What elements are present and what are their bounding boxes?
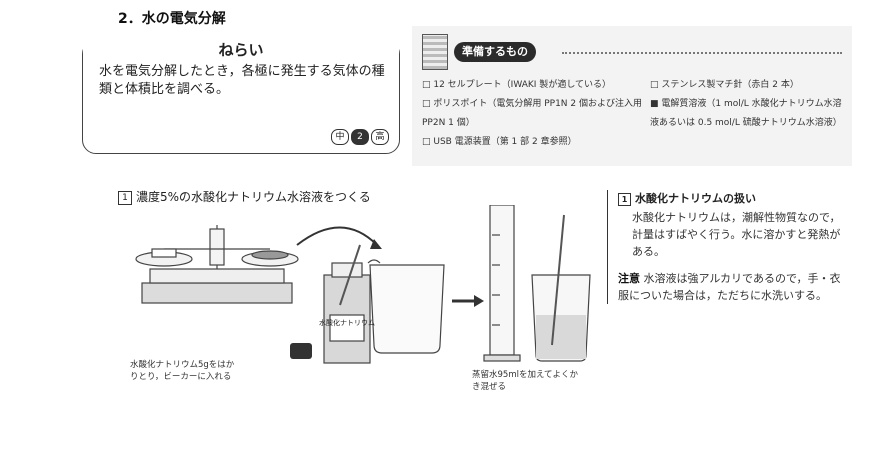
empty-beaker-icon — [367, 259, 445, 354]
stirring-beaker-icon — [531, 274, 591, 362]
step-heading: 1 濃度5%の水酸化ナトリウム水溶液をつくる — [118, 188, 371, 205]
aim-text: 水を電気分解したとき，各極に発生する気体の種類と体積比を調べる。 — [99, 64, 385, 97]
dotted-divider — [562, 52, 842, 54]
section-title: 2．水の電気分解 — [118, 11, 226, 27]
level-mid-badge: 中 — [331, 129, 349, 145]
preparation-title: 準備するもの — [454, 42, 536, 62]
cell-plate-icon — [422, 34, 448, 70]
aim-box: ねらい 水を電気分解したとき，各極に発生する気体の種類と体積比を調べる。 中 2… — [82, 39, 400, 154]
note-number: 1 — [618, 192, 631, 206]
preparation-panel: 準備するもの □ 12 セルプレート（IWAKI 製が適している） □ ポリスポ… — [412, 26, 852, 166]
level-high-badge: 高 — [371, 129, 389, 145]
materials-list-left: □ 12 セルプレート（IWAKI 製が適している） □ ポリスポイト（電気分解… — [422, 76, 644, 152]
list-item: ■ 電解質溶液（1 mol/L 水酸化ナトリウム水溶液あるいは 0.5 mol/… — [650, 99, 842, 128]
spatula-icon — [339, 244, 361, 306]
list-item: □ USB 電源装置（第 1 部 2 章参照） — [422, 137, 577, 147]
step-title: 濃度5%の水酸化ナトリウム水溶液をつくる — [136, 190, 371, 204]
handling-note: 1 水酸化ナトリウムの扱い 水酸化ナトリウムは，潮解性物質なので，計量はすばやく行… — [607, 190, 848, 304]
bottle-label: 水酸化ナトリウム — [319, 318, 375, 327]
caption-right: 蒸留水95mlを加えてよくかき混ぜる — [472, 370, 579, 392]
level-badges: 中 2 高 — [331, 129, 389, 145]
procedure-illustration: 水酸化ナトリウム 水酸化ナトリウム5gをはかりとり，ビーカーに入れる 蒸留水95… — [112, 204, 592, 401]
aim-title: ねらい — [83, 39, 399, 60]
glass-rod-icon — [551, 214, 565, 346]
procedure-drawing: 水酸化ナトリウム — [135, 204, 591, 364]
caution-text: 水溶液は強アルカリであるので，手・衣服についた場合は，ただちに水洗いする。 — [618, 272, 841, 302]
note-heading: 1 水酸化ナトリウムの扱い — [618, 190, 848, 206]
list-item: □ ポリスポイト（電気分解用 PP1N 2 個および注入用 PP2N 1 個） — [422, 99, 642, 128]
curved-arrow-icon — [296, 226, 378, 246]
caption-left: 水酸化ナトリウム5gをはかりとり，ビーカーに入れる — [130, 360, 235, 382]
reagent-bottle-icon — [323, 262, 371, 364]
note-body: 水酸化ナトリウムは，潮解性物質なので，計量はすばやく行う。水に溶かすと発熱がある… — [632, 211, 841, 258]
materials-list-right: □ ステンレス製マチ針（赤白 2 本） ■ 電解質溶液（1 mol/L 水酸化ナ… — [650, 76, 850, 133]
caution-label: 注意 — [618, 272, 640, 285]
graduated-cylinder-icon — [483, 204, 521, 362]
step-number: 1 — [118, 190, 132, 205]
level-number-badge: 2 — [351, 129, 369, 145]
caution-note: 注意 水溶液は強アルカリであるので，手・衣服についた場合は，ただちに水洗いする。 — [618, 270, 848, 304]
list-item: □ 12 セルプレート（IWAKI 製が適している） — [422, 80, 612, 90]
preparation-header: 準備するもの — [422, 34, 536, 70]
balance-scale-icon — [135, 225, 299, 304]
note-title: 水酸化ナトリウムの扱い — [635, 192, 756, 205]
list-item: □ ステンレス製マチ針（赤白 2 本） — [650, 80, 799, 90]
bottle-cap-icon — [290, 343, 312, 359]
